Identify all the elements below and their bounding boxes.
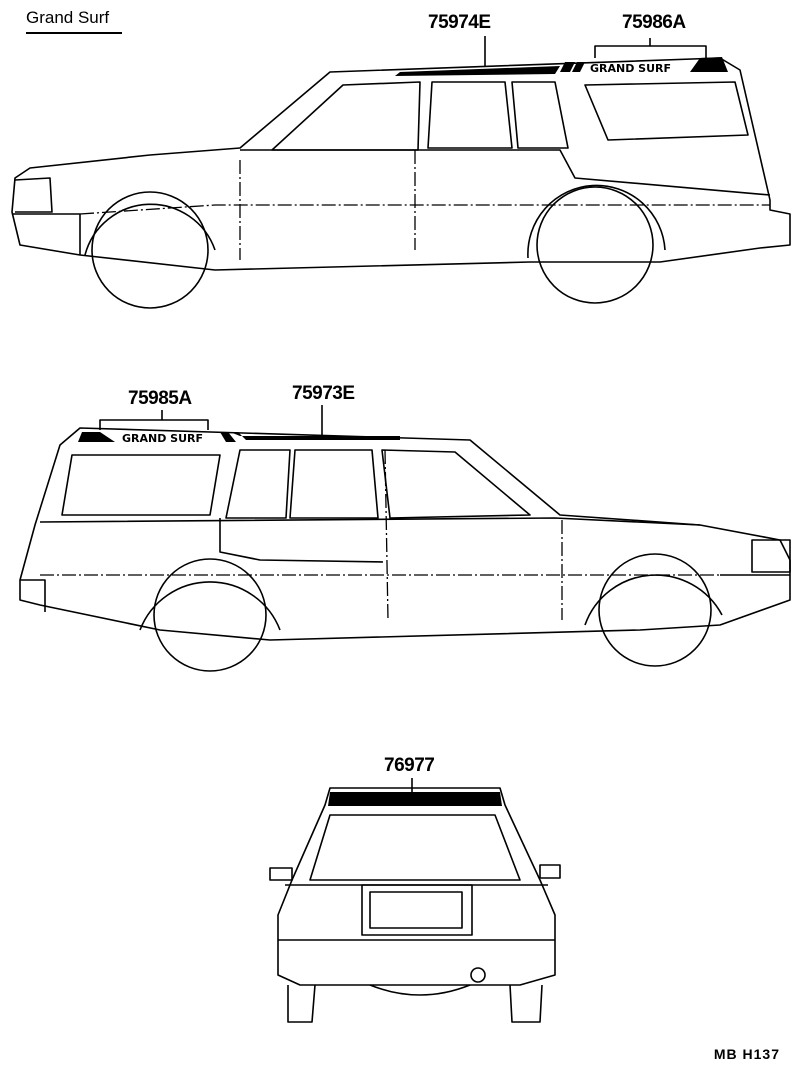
car-rear-view [269,778,561,1023]
callout-75985A: 75985A [128,388,192,409]
callout-75986A: 75986A [622,12,686,33]
callout-75973E: 75973E [292,383,355,404]
callout-75974E: 75974E [428,12,491,33]
drawing-code: MB H137 [713,1046,780,1062]
decal-grand-surf-left: GRAND SURF [122,432,203,445]
callout-76977: 76977 [384,755,435,776]
title-underline [26,32,122,34]
decal-grand-surf-right: GRAND SURF [590,62,671,75]
diagram-title: Grand Surf [26,8,110,27]
car-side-view-right: GRAND SURF [11,36,791,309]
car-side-view-left: GRAND SURF [19,405,791,672]
